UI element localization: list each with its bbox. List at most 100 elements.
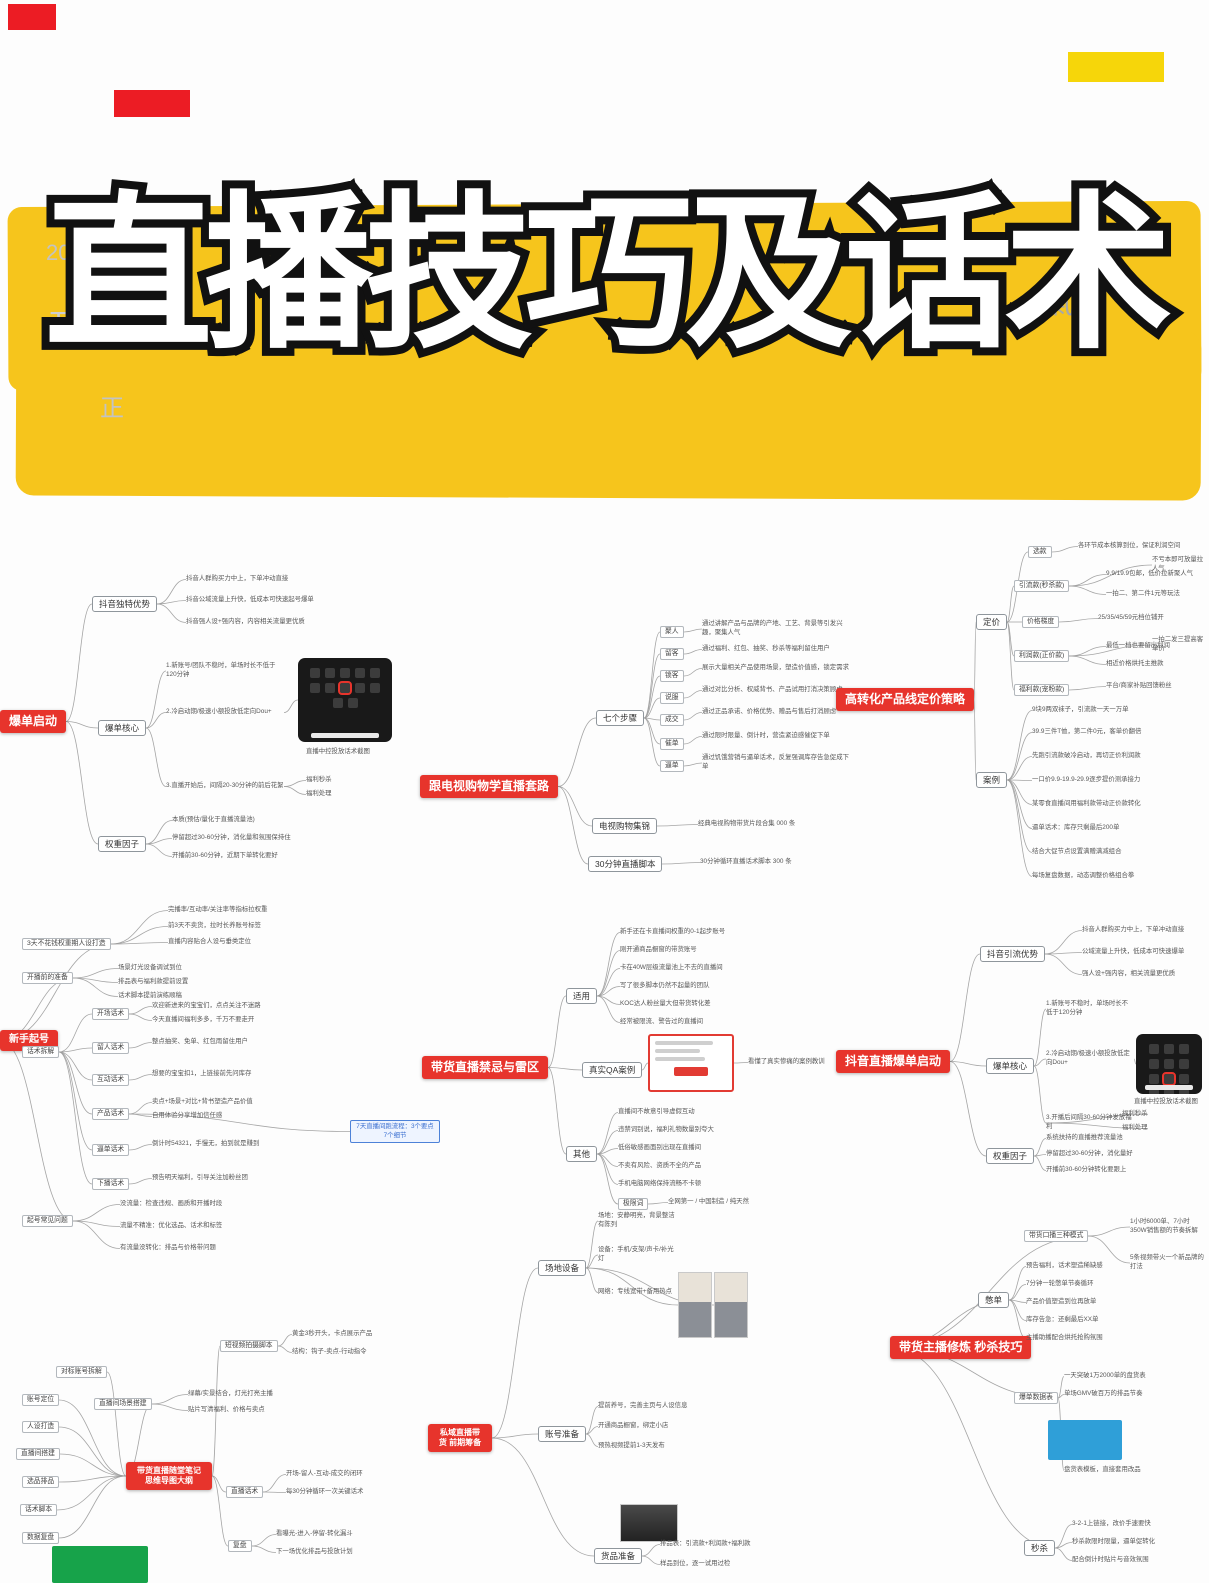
control-panel-icons — [1136, 1034, 1202, 1094]
map-pricing-leaf: 相近价格烘托主推款 — [1106, 660, 1164, 667]
map-burst-launch-right-leaf: 1.新账号不稳时，单场时长不低于120分钟 — [1046, 1000, 1129, 1016]
map-private-live-screenshot-p2 — [714, 1272, 748, 1338]
map-private-live-branch-b1: 场地设备 — [538, 1260, 587, 1277]
map-private-live-root: 私域直播带货 前期筹备 — [428, 1424, 492, 1452]
map-newbie-account-branch-b4: 起号常见问题 — [22, 1215, 73, 1228]
map-newbie-account-leaf: 自用体验分享增加信任感 — [152, 1112, 223, 1119]
map-pricing-leaf: 39.9三件T恤，第二件0元，客单价翻倍 — [1032, 728, 1142, 735]
map-pricing-branch-m3: 价格梯度 — [1022, 616, 1060, 629]
map-anchor-skills-leaf: 库存告急：还剩最后XX单 — [1026, 1316, 1099, 1323]
map-pricing-root: 高转化产品线定价策略 — [836, 688, 975, 711]
map-tv-shopping-branch-s3: 锁客 — [660, 670, 684, 683]
map-newbie-account-leaf: 没流量：检查违规、画质和开播时段 — [120, 1200, 223, 1207]
map-private-live-branch-b2: 账号准备 — [538, 1426, 587, 1443]
map-outline-leaf: 结构：钩子-卖点-行动指令 — [292, 1348, 367, 1355]
map-private-live-leaf: 样品到位，逐一试用过检 — [660, 1560, 731, 1567]
map-tv-shopping-branch-s4: 说服 — [660, 692, 684, 705]
map-tv-shopping-branch-s2: 留客 — [660, 648, 684, 661]
map-burst-launch-left-leaf: 本质(预估/量化于直播流量池) — [172, 816, 255, 823]
map-newbie-account-leaf: 直播内容贴合人设与垂类定位 — [168, 938, 252, 945]
map-outline-leaf: 开场-留人-互动-成交的闭环 — [286, 1470, 363, 1477]
map-pricing-leaf: 一拍二、第二件1元等玩法 — [1106, 590, 1180, 597]
map-newbie-account-branch-b3: 话术拆解 — [22, 1046, 60, 1059]
panel-icon — [355, 668, 365, 678]
panel-icon — [347, 698, 358, 708]
map-anchor-skills-leaf: 主播助播配合烘托抢购氛围 — [1026, 1334, 1103, 1341]
map-pricing-leaf: 一口价9.9-19.9-29.9逐步提价测承接力 — [1032, 776, 1141, 783]
map-taboo-screenshot-img — [648, 1034, 734, 1092]
map-anchor-skills-branch-b1: 带货口播三种模式 — [1024, 1230, 1089, 1243]
panel-icon — [332, 698, 343, 708]
panel-icon — [325, 668, 335, 678]
map-burst-launch-left-branch-b1: 抖音独特优势 — [92, 596, 158, 613]
map-outline-leaf: 黄金3秒开头，卡点展示产品 — [292, 1330, 373, 1337]
map-anchor-skills-leaf: 1小时6000单、7小时350W销售额的节奏拆解 — [1130, 1218, 1198, 1234]
panel-icon — [1149, 1074, 1159, 1084]
panel-icon — [1164, 1089, 1174, 1094]
map-taboo-branch-b3m: 极限词 — [618, 1198, 649, 1211]
map-burst-launch-left-leaf: 抖音公域流量上升快，低成本可快速起号爆单 — [186, 596, 314, 603]
panel-icon — [1149, 1044, 1159, 1054]
map-tv-shopping-branch-s7: 逼单 — [660, 760, 684, 773]
map-newbie-account-leaf: 话术脚本提前演练顺稿 — [118, 992, 182, 999]
watermark-year: 2022 — [46, 240, 95, 265]
map-pricing-branch-m1: 选款 — [1028, 546, 1052, 559]
map-pricing-leaf: 一拍二发三提高客单价 — [1152, 636, 1204, 652]
map-burst-launch-left-root: 爆单启动 — [0, 710, 67, 733]
map-tv-shopping-branch-s1: 聚人 — [660, 626, 684, 639]
watermark-qi: 氣 — [1044, 287, 1074, 320]
map-private-live-leaf: 排品表：引流款+利润款+福利款 — [660, 1540, 751, 1547]
map-private-live-screenshot-p3 — [620, 1504, 678, 1542]
map-tv-shopping-branch-s5: 成交 — [660, 714, 684, 727]
panel-bottom-bar — [1145, 1085, 1193, 1090]
map-anchor-skills-leaf: 秒杀款限时限量，逼单促转化 — [1072, 1538, 1156, 1545]
map-taboo-leaf: 写了很多脚本仍然不起量的团队 — [620, 982, 710, 989]
card-text-line — [655, 1041, 713, 1045]
map-taboo-branch-b2: 真实QA案例 — [582, 1062, 643, 1079]
map-burst-launch-right-leaf: 停留超过30-60分钟，消化量好 — [1046, 1150, 1133, 1157]
map-burst-launch-left-leaf: 开播前30-60分钟，近期下单转化要好 — [172, 852, 278, 859]
map-tv-shopping-leaf: 通过福利、红包、抽奖、秒杀等福利留住用户 — [702, 645, 830, 652]
map-taboo-leaf: 刚开通商品橱窗的带货账号 — [620, 946, 697, 953]
map-tv-shopping-leaf: 通过限时限量、倒计时，营造紧迫感催促下单 — [702, 732, 830, 739]
map-taboo-leaf: 不卖有风险、资质不全的产品 — [618, 1162, 702, 1169]
map-newbie-account-leaf: 流量不精准：优化选品、话术和标签 — [120, 1222, 223, 1229]
map-anchor-skills-root: 带货主播修炼 秒杀技巧 — [890, 1336, 1032, 1359]
map-burst-launch-left-leaf: 直播中控投放话术截图 — [306, 748, 370, 755]
map-burst-launch-right-leaf: 福利秒杀 — [1122, 1110, 1148, 1117]
map-newbie-account-leaf: 想要的宝宝扣1，上链接前先问库存 — [152, 1070, 252, 1077]
map-burst-launch-right-leaf: 强人设+强内容，相关流量更优质 — [1082, 970, 1176, 977]
map-private-live-leaf: 网络：专线宽带+备用热点 — [598, 1288, 673, 1295]
card-red-button — [674, 1067, 708, 1076]
map-outline-leaf: 每30分钟循环一次关键话术 — [286, 1488, 364, 1495]
map-newbie-account-branch-b1: 3天不花钱权重期人设打造 — [22, 938, 111, 951]
map-outline-leaf: 贴片写清福利、价格与卖点 — [188, 1406, 265, 1413]
panel-icon — [1179, 1074, 1189, 1084]
panel-icon — [310, 683, 320, 693]
map-taboo-leaf: 低俗敏感画面别出现在直播间 — [618, 1144, 702, 1151]
page-title: 直播技巧及话术 — [44, 180, 1173, 368]
decor-yellow-bar-right — [1068, 52, 1164, 82]
map-pricing-leaf: 每场复盘数据，动态调整价格组合拳 — [1032, 872, 1135, 879]
map-private-live-leaf: 场地：安静明亮，背景整洁有陈列 — [598, 1212, 675, 1228]
map-anchor-skills-branch-b3: 爆单数据表 — [1014, 1392, 1058, 1405]
map-private-live-leaf: 提前养号，完善主页与人设信息 — [598, 1402, 688, 1409]
map-anchor-skills-leaf: 单场GMV破百万的排品节奏 — [1064, 1390, 1143, 1397]
panel-icon — [1179, 1089, 1189, 1094]
map-newbie-account-leaf: 完播率/互动率/关注率等指标拉权重 — [168, 906, 268, 913]
panel-icon — [325, 683, 335, 693]
map-pricing-leaf: 先跑引流款破冷启动，再切正价利润款 — [1032, 752, 1141, 759]
highlighted-icon — [1162, 1072, 1176, 1086]
map-outline-branch-rb1: 直播间场景搭建 — [94, 1398, 152, 1411]
panel-icon — [370, 683, 380, 693]
map-outline-leaf: 看曝光-进入-停留-转化漏斗 — [276, 1530, 353, 1537]
map-taboo-leaf: 新手还在卡直播间权重的0-1起步账号 — [620, 928, 726, 935]
map-outline-branch-rb3: 复盘 — [228, 1540, 252, 1553]
map-burst-launch-left-leaf: 福利处理 — [306, 790, 332, 797]
map-burst-launch-left-branch-b2: 爆单核心 — [98, 720, 147, 737]
map-pricing-leaf: 平台/商家补贴回馈粉丝 — [1106, 682, 1172, 689]
map-anchor-skills-leaf: 盘货表模板，直接套用改品 — [1064, 1466, 1141, 1473]
map-newbie-account-leaf: 卖点+场景+对比+背书塑造产品价值 — [152, 1098, 253, 1105]
map-anchor-skills-leaf: 7分钟一轮憋单节奏循环 — [1026, 1280, 1094, 1287]
